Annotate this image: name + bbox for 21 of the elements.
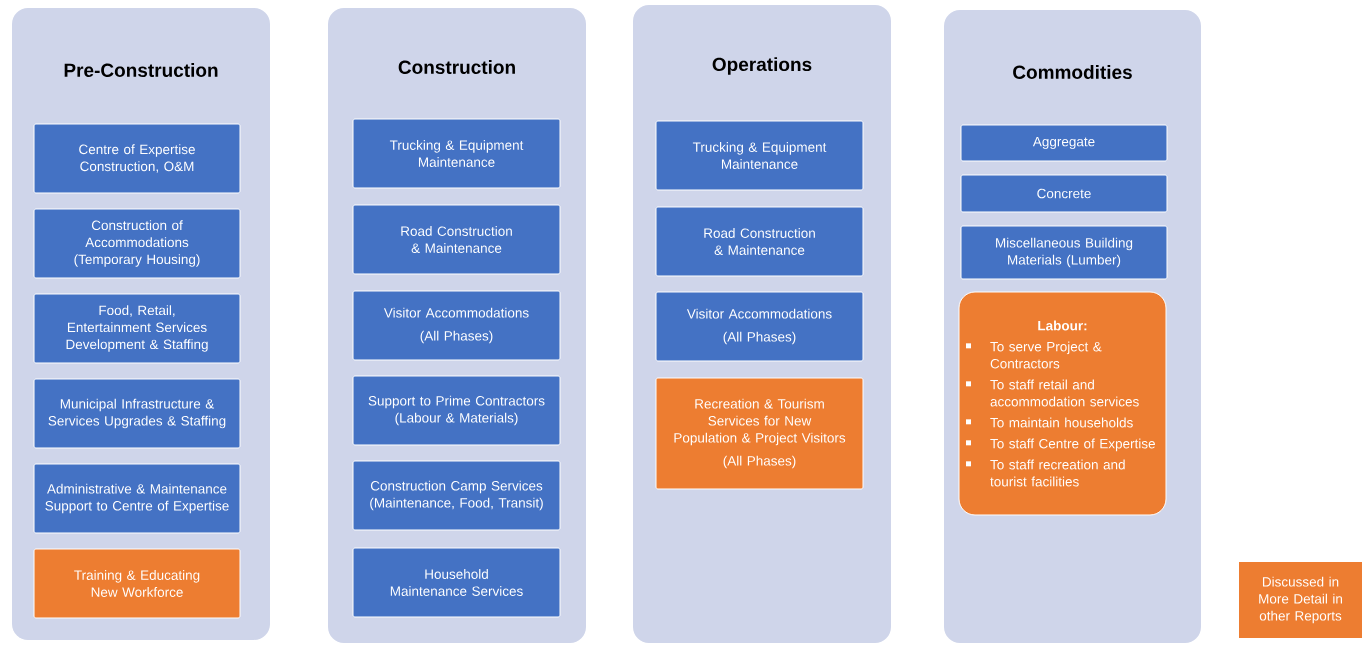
service-box: Construction of Accommodations (Temporary Housing) [33,208,241,279]
service-box: Municipal Infrastructure & Services Upgrades & Staffing [33,378,241,449]
service-box: Recreation & Tourism Services for New Population & Project Visitors (All Phases) [655,377,864,490]
service-box: Visitor Accommodations (All Phases) [352,290,561,361]
service-box: Household Maintenance Services [352,547,561,618]
service-box: Trucking & Equipment Maintenance [352,118,561,189]
service-box: Food, Retail, Entertainment Services Development & Staffing [33,293,241,364]
service-box: Visitor Accommodations (All Phases) [655,291,864,362]
service-box: Trucking & Equipment Maintenance [655,120,864,191]
service-box: Construction Camp Services (Maintenance, Food, Transit) [352,460,561,531]
service-box: Training & Educating New Workforce [33,548,241,619]
service-box: Concrete [960,174,1168,213]
service-box: Support to Prime Contractors (Labour & Materials) [352,375,561,446]
service-box: Road Construction & Maintenance [352,204,561,275]
service-box: Centre of Expertise Construction, O&M [33,123,241,194]
labour-box: Labour: To serve Project & Contractors To staff retail and accommodation services To maintain households To staff Centre of Expertise To staff recreation and tourist facilities [958,291,1167,516]
service-box: Administrative & Maintenance Support to Centre of Expertise [33,463,241,534]
service-box: Miscellaneous Building Materials (Lumber) [960,225,1168,280]
service-box: Aggregate [960,124,1168,162]
legend-key: Discussed in More Detail in other Reports [1239,562,1362,638]
service-box: Road Construction & Maintenance [655,206,864,277]
